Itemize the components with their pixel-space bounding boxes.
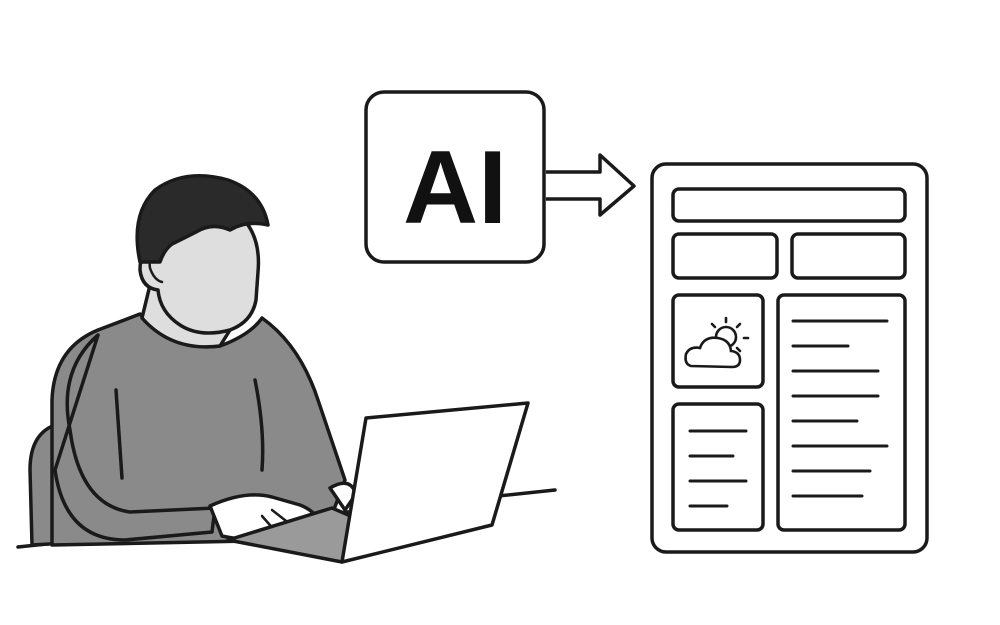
header-bar [671,187,907,223]
ai-label: AI [403,130,507,246]
small-card-text-lines [688,429,748,508]
hair [135,174,270,264]
ai-box-frame [364,90,546,264]
left-arm [53,333,217,542]
shirt-fold [114,388,124,480]
right-arrow-icon [546,153,636,217]
shirt-fold [253,378,265,472]
large-card-text-lines [791,319,889,498]
laptop-screen [340,401,530,564]
top-left-card [671,232,779,280]
ai-box: AI [364,90,546,264]
top-right-card [790,232,907,280]
text-card-small [671,402,765,532]
person-at-laptop [16,174,557,564]
partly-cloudy-icon [684,316,750,369]
